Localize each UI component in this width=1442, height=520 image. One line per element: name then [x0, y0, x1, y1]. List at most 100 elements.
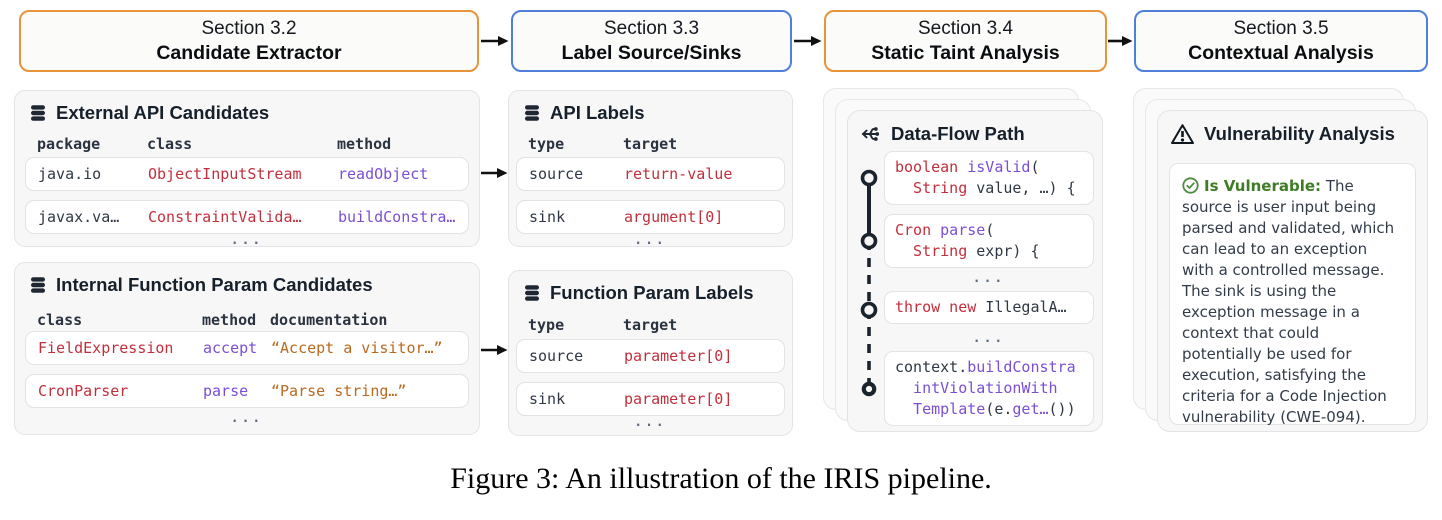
card-title: Internal Function Param Candidates	[56, 274, 373, 295]
code-step: throw new IllegalA…	[884, 291, 1094, 324]
table-header-row: type target	[516, 135, 785, 153]
column-header: method	[202, 311, 257, 329]
column-header: documentation	[270, 311, 388, 329]
timeline-path-icon	[860, 169, 878, 397]
code-step: boolean isValid( String value, …) {	[884, 151, 1094, 205]
code-token: expr) {	[967, 242, 1040, 260]
table-row: CronParser parse “Parse string…”	[25, 374, 469, 408]
column-header: type	[528, 135, 565, 153]
ellipsis-more: ...	[972, 331, 1006, 346]
column-header: class	[37, 311, 83, 329]
ellipsis-more: ...	[634, 233, 667, 248]
cell-type: source	[529, 347, 584, 365]
code-token: IllegalA…	[976, 298, 1067, 316]
section-number: Section 3.2	[201, 17, 297, 39]
cell-class: CronParser	[38, 382, 129, 400]
cell-target: parameter[0]	[624, 347, 733, 365]
arrow-right-icon	[1108, 36, 1133, 46]
table-row: FieldExpression accept “Accept a visitor…	[25, 331, 469, 365]
code-token: value, …) {	[967, 179, 1076, 197]
database-icon	[31, 105, 45, 121]
code-token: Cron	[895, 221, 941, 239]
section-number: Section 3.3	[603, 17, 700, 39]
cell-method: readObject	[338, 165, 429, 183]
ellipsis-more: ...	[230, 233, 264, 248]
card-header: Data-Flow Path	[848, 111, 1102, 145]
card-title: API Labels	[550, 102, 645, 123]
code-token: parse	[940, 221, 986, 239]
vulnerability-verdict-box: Is Vulnerable: The source is user input …	[1169, 163, 1416, 426]
section-box-label-source-sinks: Section 3.3 Label Source/Sinks	[511, 10, 792, 72]
ellipsis-more: ...	[230, 411, 264, 426]
section-title: Candidate Extractor	[156, 41, 342, 64]
section-number: Section 3.5	[1233, 17, 1329, 39]
card-header: Vulnerability Analysis	[1158, 111, 1427, 145]
section-box-static-taint-analysis: Section 3.4 Static Taint Analysis	[824, 10, 1107, 72]
code-token: buildConstra	[967, 358, 1076, 376]
table-header-row: class method documentation	[25, 311, 469, 329]
external-api-candidates-card: External API Candidates package class me…	[14, 90, 480, 248]
code-step: Cron parse( String expr) {	[884, 214, 1094, 268]
cell-documentation: “Accept a visitor…”	[271, 339, 443, 357]
code-token: isValid	[967, 158, 1031, 176]
arrow-right-icon	[481, 36, 509, 46]
cell-method: buildConstra…	[338, 208, 456, 226]
cell-class: ConstraintValida…	[148, 208, 302, 226]
code-token: String	[895, 179, 968, 197]
cell-type: sink	[529, 208, 566, 226]
code-token: get…	[1012, 400, 1049, 418]
code-token: String	[895, 242, 968, 260]
database-icon	[525, 105, 539, 121]
column-header: class	[147, 135, 193, 153]
table-row: source parameter[0]	[516, 339, 785, 373]
table-row: sink parameter[0]	[516, 382, 785, 416]
database-icon	[31, 277, 45, 293]
card-title: External API Candidates	[56, 102, 270, 123]
code-token: Template	[895, 400, 986, 418]
arrow-right-icon	[481, 345, 508, 355]
vulnerability-analysis-card: Vulnerability Analysis Is Vulnerable: Th…	[1157, 110, 1428, 432]
column-header: package	[37, 135, 101, 153]
cell-target: return-value	[624, 165, 733, 183]
api-labels-card: API Labels type target source return-val…	[508, 90, 793, 248]
table-row: javax.va… ConstraintValida… buildConstra…	[25, 200, 469, 234]
arrow-right-icon	[481, 168, 508, 178]
check-circle-icon	[1182, 177, 1199, 194]
code-token: (	[985, 221, 995, 239]
column-header: target	[623, 135, 678, 153]
cell-method: accept	[203, 339, 258, 357]
cell-class: ObjectInputStream	[148, 165, 302, 183]
cell-class: FieldExpression	[38, 339, 174, 357]
column-header: type	[528, 316, 565, 334]
table-header-row: package class method	[25, 135, 469, 153]
code-token: throw new	[895, 298, 977, 316]
ellipsis-more: ...	[634, 415, 667, 430]
column-header: target	[623, 316, 678, 334]
cell-type: sink	[529, 390, 566, 408]
function-param-labels-card: Function Param Labels type target source…	[508, 270, 793, 436]
internal-function-param-candidates-card: Internal Function Param Candidates class…	[14, 262, 480, 435]
table-header-row: type target	[516, 316, 785, 334]
table-row: sink argument[0]	[516, 200, 785, 234]
cell-documentation: “Parse string…”	[271, 382, 407, 400]
verdict-label: Is Vulnerable:	[1204, 177, 1322, 195]
cell-type: source	[529, 165, 584, 183]
cell-target: argument[0]	[624, 208, 724, 226]
code-token: ())	[1048, 400, 1076, 418]
card-header: Internal Function Param Candidates	[15, 263, 479, 296]
verdict-text: The source is user input being parsed an…	[1182, 177, 1395, 426]
card-title: Data-Flow Path	[891, 123, 1025, 144]
code-token: intViolationWith	[895, 379, 1058, 397]
cell-target: parameter[0]	[624, 390, 733, 408]
cell-package: javax.va…	[38, 208, 120, 226]
code-step: context.buildConstra intViolationWith Te…	[884, 351, 1094, 426]
section-box-candidate-extractor: Section 3.2 Candidate Extractor	[19, 10, 479, 72]
card-header: Function Param Labels	[509, 271, 792, 304]
code-token: (e.	[985, 400, 1013, 418]
card-title: Function Param Labels	[550, 282, 754, 303]
flow-icon	[861, 127, 880, 141]
figure-caption: Figure 3: An illustration of the IRIS pi…	[450, 462, 992, 495]
card-header: External API Candidates	[15, 91, 479, 124]
card-header: API Labels	[509, 91, 792, 124]
